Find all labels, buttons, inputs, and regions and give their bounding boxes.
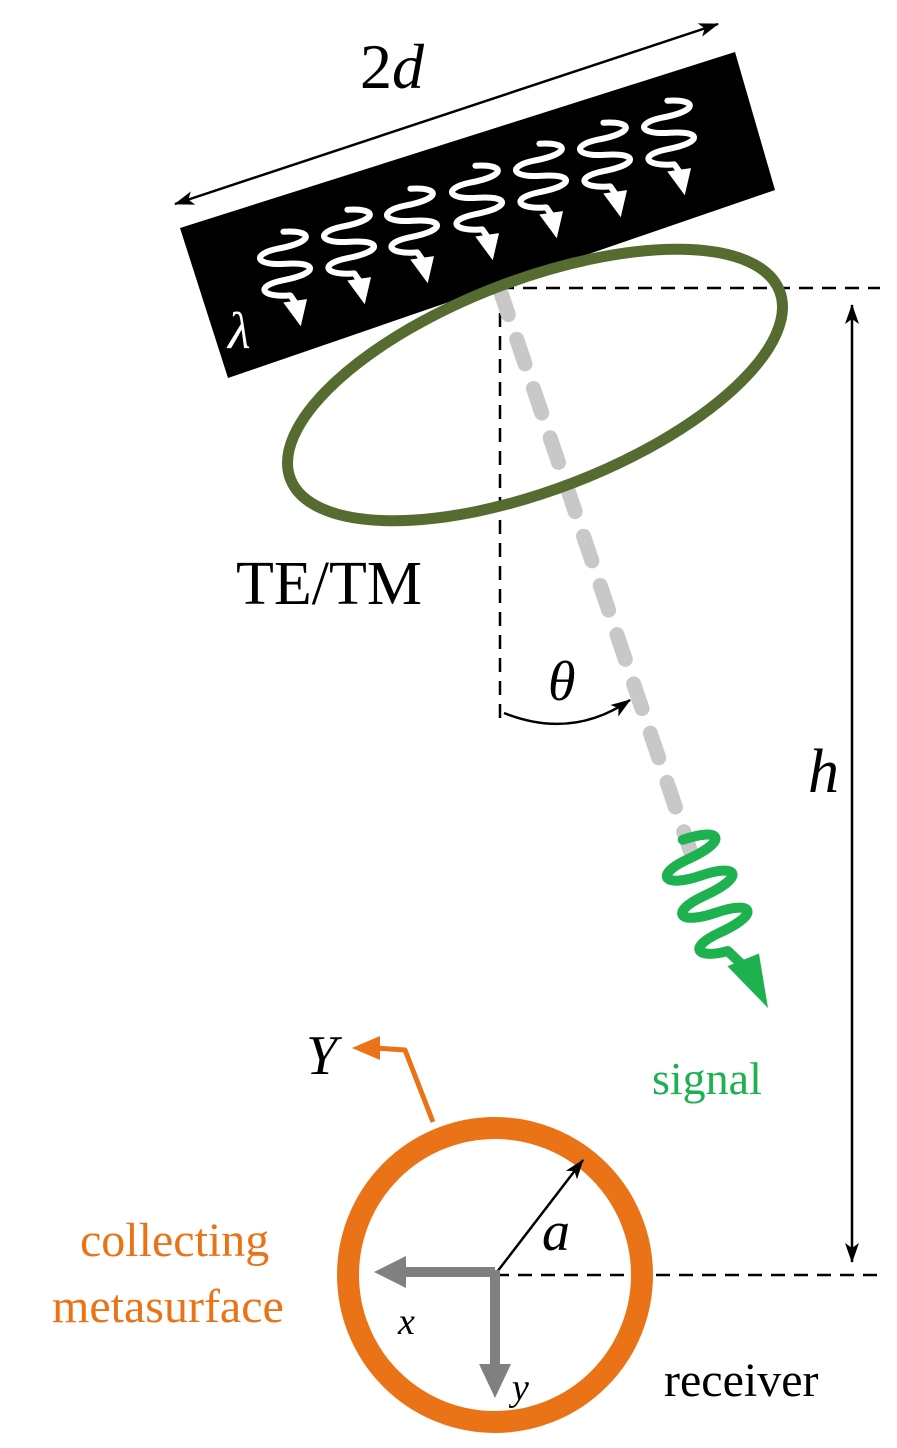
global-y-axis <box>374 1045 436 1123</box>
wavelength-label: λ <box>226 303 251 360</box>
angle-indicator: θ <box>503 651 631 726</box>
beam-path <box>492 282 698 858</box>
height-dimension: h <box>808 304 859 1263</box>
local-x-label: x <box>397 1301 415 1343</box>
angle-label: θ <box>548 651 576 713</box>
receiver-label: receiver <box>664 1354 819 1407</box>
collector-ring <box>337 1117 653 1433</box>
polarization-ring <box>282 243 788 527</box>
collector-label-line1: collecting <box>80 1214 269 1267</box>
radius-label: a <box>542 1201 570 1263</box>
collector-label-line2: metasurface <box>52 1280 284 1333</box>
radius-line <box>496 1159 584 1273</box>
local-axes <box>374 1256 511 1398</box>
source-panel: λ <box>180 52 775 378</box>
global-axis-label: Y <box>306 1025 343 1087</box>
collecting-metasurface: Y a x y <box>306 1025 653 1433</box>
width-dimension: 2d <box>174 22 719 206</box>
local-y-label: y <box>508 1367 529 1409</box>
polarization-label: TE/TM <box>236 550 422 618</box>
height-label: h <box>808 738 839 806</box>
width-label: 2d <box>360 31 425 102</box>
signal-wave: signal <box>652 829 769 1104</box>
squiggle-arrow-icon <box>661 829 769 1009</box>
signal-label: signal <box>652 1053 762 1104</box>
